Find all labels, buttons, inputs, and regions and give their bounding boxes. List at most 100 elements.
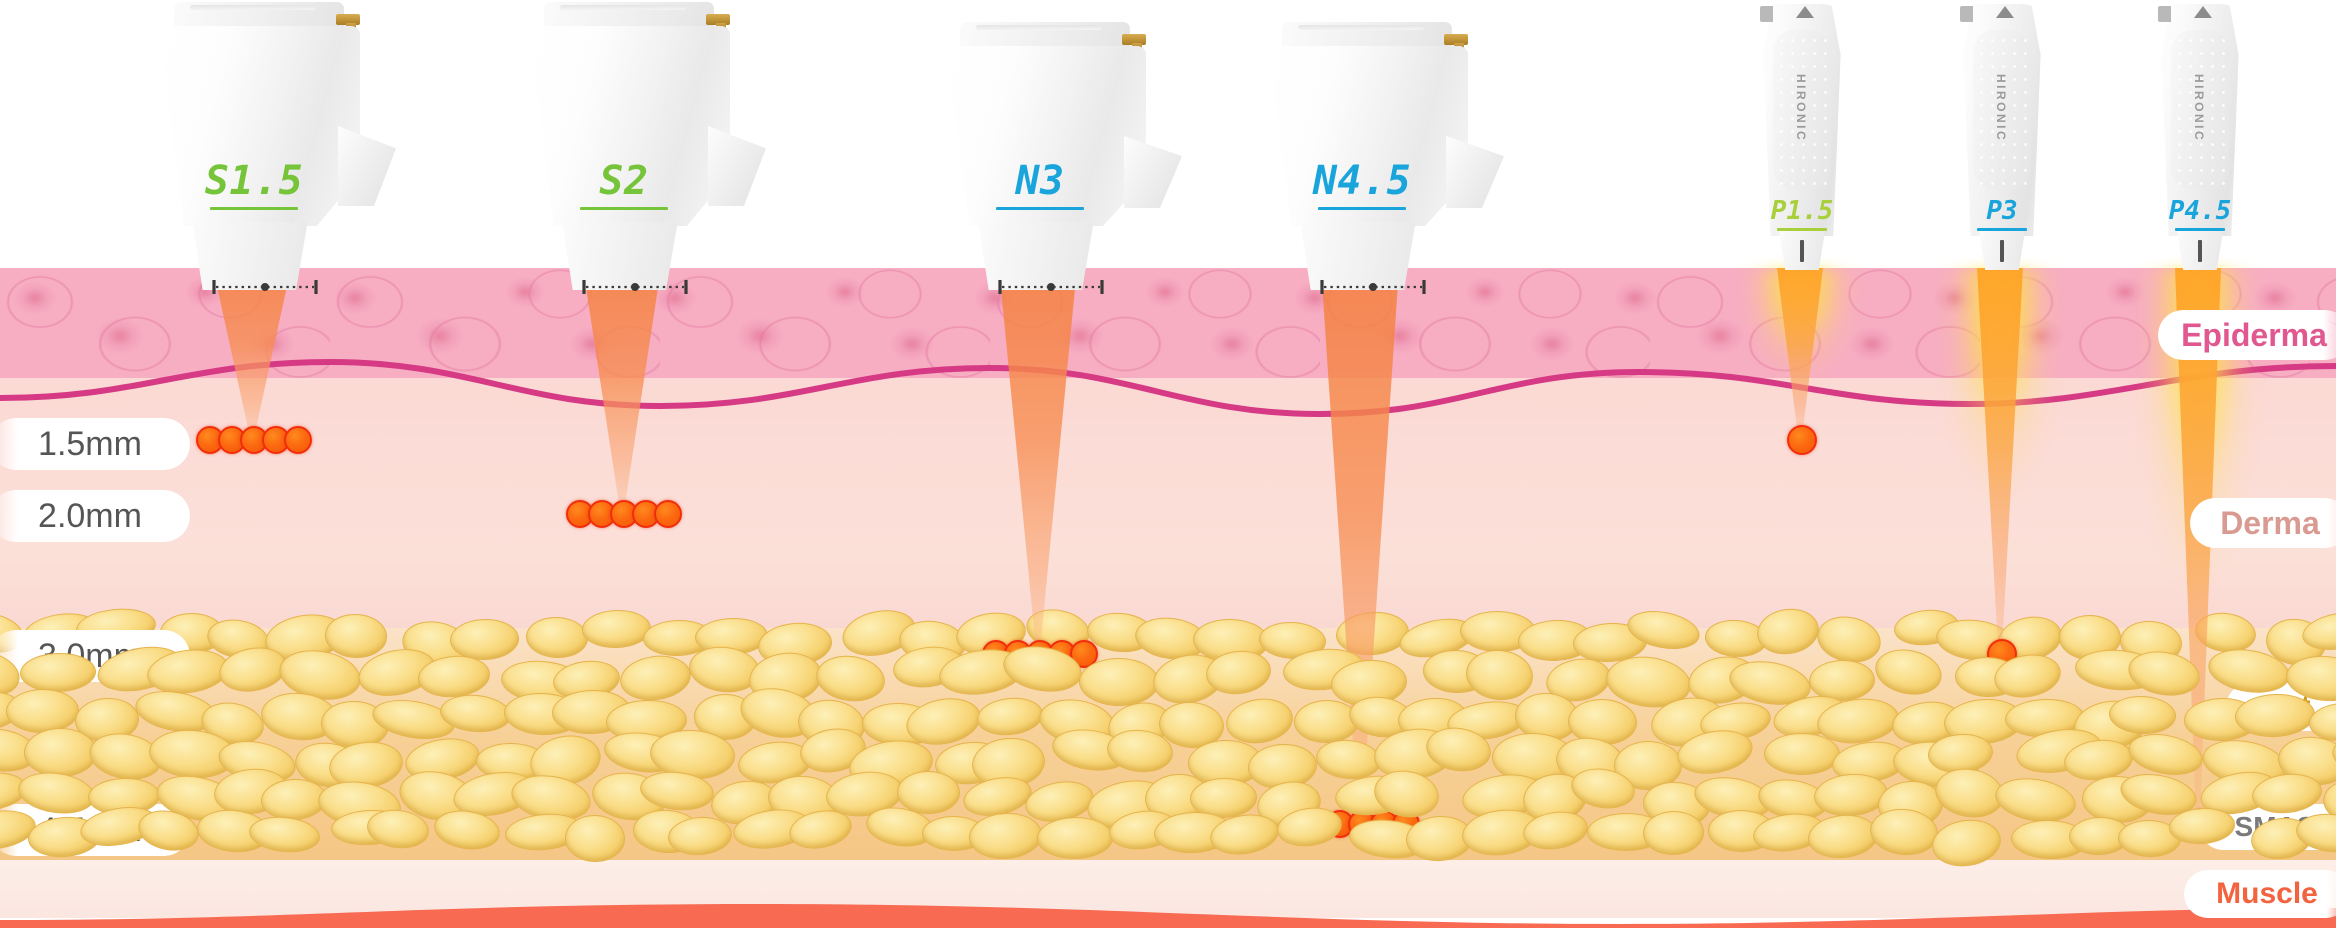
fat-cell <box>967 810 1044 862</box>
label-underline <box>580 207 668 210</box>
fat-cell <box>1763 733 1841 777</box>
connector-pin-icon <box>1122 34 1146 45</box>
fat-cell <box>974 695 1045 739</box>
beam-cone-p15 <box>1777 268 1823 438</box>
pen-brand-text: HIRONIC <box>1794 74 1808 143</box>
bottom-white-strip <box>0 928 2336 941</box>
fat-cell <box>813 651 888 706</box>
tip-scale-ruler-icon <box>212 280 318 294</box>
pen-probe-p3[interactable]: HIRONIC P3 <box>1946 0 2064 275</box>
cartridge-body <box>534 26 730 226</box>
pen-emitter-slot-icon <box>2198 240 2202 262</box>
focal-point-dot <box>1787 425 1817 455</box>
label-underline <box>1777 228 1827 231</box>
pen-direction-triangle-icon <box>2194 6 2212 18</box>
fat-cell <box>19 652 97 694</box>
cartridge-s15[interactable]: S1.5 <box>156 2 406 294</box>
fat-cell <box>581 608 652 649</box>
beam-cone-s2 <box>583 268 661 512</box>
pen-label-text: P1.5 <box>1770 196 1834 226</box>
fat-cell <box>1078 657 1159 706</box>
fat-cell <box>1871 643 1946 700</box>
cartridge-label-text: S2 <box>599 158 649 204</box>
focal-point-dot <box>654 500 682 528</box>
fat-cell <box>23 727 97 778</box>
tip-scale-ruler-icon <box>998 280 1104 294</box>
connector-pin-icon <box>706 14 730 25</box>
focal-point-dot <box>284 426 312 454</box>
fat-cell <box>1754 604 1823 660</box>
cartridge-nose <box>562 222 678 290</box>
pen-probe-p45[interactable]: HIRONIC P4.5 <box>2144 0 2262 275</box>
pen-side-notch <box>1960 6 1973 22</box>
fat-cell <box>5 688 80 735</box>
pen-label-text: P3 <box>1986 196 2018 226</box>
cartridge-top-slit <box>1298 25 1424 30</box>
pen-label-text: P4.5 <box>2168 196 2232 226</box>
fat-cell <box>1642 809 1705 856</box>
fat-cell <box>564 814 626 863</box>
cartridge-n45[interactable]: N4.5 <box>1264 22 1514 312</box>
pen-brand-text: HIRONIC <box>2192 74 2206 143</box>
cartridge-label-text: N4.5 <box>1312 158 1412 204</box>
fat-cell <box>1037 816 1115 860</box>
cartridge-n3[interactable]: N3 <box>942 22 1192 312</box>
cartridge-body <box>1272 46 1468 226</box>
fat-cell <box>617 651 694 705</box>
pen-side-notch <box>1760 6 1773 22</box>
pen-brand-text: HIRONIC <box>1994 74 2008 143</box>
depth-label-2-text: 2.0mm <box>38 496 142 535</box>
layer-label-epiderma: Epiderma <box>2158 310 2336 360</box>
cartridge-top-slit <box>976 25 1102 30</box>
connector-pin-icon <box>1444 34 1468 45</box>
smas-layer <box>0 860 2336 918</box>
fat-cell <box>1223 694 1297 748</box>
cartridge-top-slit <box>190 5 316 10</box>
pen-label-p15: P1.5 <box>1750 196 1854 231</box>
pen-label-p45: P4.5 <box>2148 196 2252 231</box>
cartridge-s2[interactable]: S2 <box>526 2 776 294</box>
connector-pin-icon <box>336 14 360 25</box>
label-underline <box>2175 228 2225 231</box>
cartridge-tail-fin <box>708 126 766 206</box>
layer-label-derma-text: Derma <box>2220 504 2320 541</box>
depth-label-1: 1.5mm <box>0 418 190 470</box>
depth-label-1-text: 1.5mm <box>38 424 142 463</box>
dermo-epidermal-junction-line <box>0 358 2336 418</box>
beam-cone-s15 <box>213 268 291 438</box>
cartridge-label-s2: S2 <box>556 158 692 210</box>
beam-cone-p3 <box>1977 268 2023 652</box>
pen-grip-dots-texture <box>2174 34 2226 186</box>
cartridge-body <box>164 26 360 226</box>
pen-side-notch <box>2158 6 2171 22</box>
label-underline <box>1318 207 1406 210</box>
beam-cone-n3 <box>999 268 1077 652</box>
cartridge-tail-fin <box>338 126 396 206</box>
fat-cell <box>323 612 389 659</box>
cartridge-label-s15: S1.5 <box>186 158 322 210</box>
cartridge-label-n3: N3 <box>972 158 1108 210</box>
tip-scale-ruler-icon <box>582 280 688 294</box>
pen-emitter-slot-icon <box>1800 240 1804 262</box>
pen-direction-triangle-icon <box>1996 6 2014 18</box>
cartridge-nose <box>1300 222 1416 290</box>
label-underline <box>1977 228 2027 231</box>
pen-direction-triangle-icon <box>1796 6 1814 18</box>
pen-probe-p15[interactable]: HIRONIC P1.5 <box>1746 0 1864 275</box>
beam-cone-n45 <box>1321 268 1399 822</box>
fat-cell <box>1992 772 2080 827</box>
pen-label-p3: P3 <box>1950 196 2054 231</box>
label-underline <box>996 207 1084 210</box>
cartridge-label-text: S1.5 <box>204 158 304 204</box>
cartridge-tail-fin <box>1446 136 1504 208</box>
cartridge-label-text: N3 <box>1015 158 1065 204</box>
pen-grip-dots-texture <box>1976 34 2028 186</box>
cartridge-body <box>950 46 1146 226</box>
layer-label-derma: Derma <box>2190 498 2336 548</box>
fat-cell <box>525 615 590 660</box>
label-underline <box>210 207 298 210</box>
pen-emitter-slot-icon <box>2000 240 2004 262</box>
fat-cell <box>247 813 322 856</box>
cartridge-nose <box>978 222 1094 290</box>
